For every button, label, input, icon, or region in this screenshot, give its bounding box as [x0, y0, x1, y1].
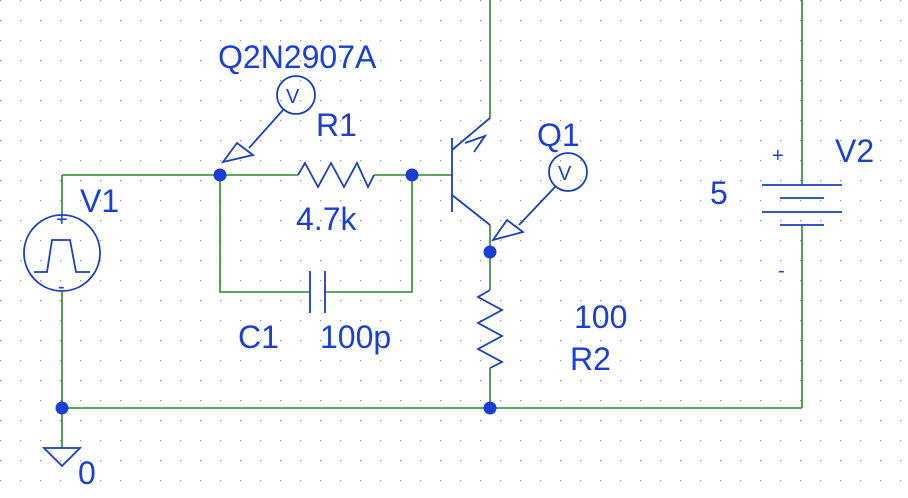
c1-name-label: C1: [238, 319, 279, 355]
r2-resistor[interactable]: [476, 289, 504, 369]
v1-pulse-source[interactable]: + -: [23, 209, 101, 298]
probe-2-symbol: V: [558, 163, 572, 185]
probe-2-circle: [548, 152, 588, 192]
r1-value-label: 4.7k: [296, 201, 357, 237]
ground-icon[interactable]: [41, 447, 83, 468]
node-e[interactable]: [55, 401, 69, 415]
probe-1-symbol: V: [286, 86, 300, 108]
c1-value-label: 100p: [320, 319, 391, 355]
wires: [61, 0, 803, 448]
node-c[interactable]: [483, 245, 497, 259]
wire-c1-right: [325, 175, 413, 293]
ground-label: 0: [78, 455, 96, 491]
probe-1-lead: [248, 109, 284, 149]
probe-1-circle: [276, 75, 316, 115]
node-b[interactable]: [405, 168, 419, 182]
probe-2-tip: [490, 218, 526, 242]
v1-pulse-icon: [34, 239, 90, 273]
v2-dc-source[interactable]: + -: [762, 145, 842, 282]
r1-resistor[interactable]: [297, 160, 375, 190]
r1-name-label: R1: [316, 107, 357, 143]
node-a[interactable]: [213, 168, 227, 182]
q1-emitter-leg: [451, 194, 491, 226]
v2-minus: -: [778, 260, 785, 282]
v2-plus: +: [772, 145, 784, 167]
wire-c1-left: [219, 175, 310, 293]
q1-collector-leg: [451, 117, 491, 151]
probe-1-tip: [220, 141, 256, 164]
r2-value-label: 100: [574, 299, 627, 335]
r2-name-label: R2: [570, 341, 611, 377]
v1-minus: -: [58, 276, 65, 298]
q1-name-label: Q1: [537, 117, 580, 153]
node-d[interactable]: [483, 401, 497, 415]
v1-body: [23, 214, 101, 292]
probe-2-lead: [518, 186, 556, 226]
voltage-probe-1[interactable]: V: [220, 75, 316, 164]
v2-value-label: 5: [710, 175, 728, 211]
probe-part-label: Q2N2907A: [218, 39, 377, 75]
v2-name-label: V2: [835, 133, 874, 169]
v1-plus: +: [56, 209, 68, 231]
component-labels: Q2N2907A R1 4.7k Q1 V1 V2 5 C1 100p 100 …: [78, 39, 874, 491]
q1-emitter-arrow: [464, 134, 488, 153]
q1-pnp-transistor[interactable]: [451, 117, 491, 226]
v1-name-label: V1: [80, 183, 119, 219]
junction-nodes: [55, 168, 497, 415]
voltage-probe-2[interactable]: V: [490, 152, 588, 242]
c1-capacitor[interactable]: [309, 271, 326, 313]
